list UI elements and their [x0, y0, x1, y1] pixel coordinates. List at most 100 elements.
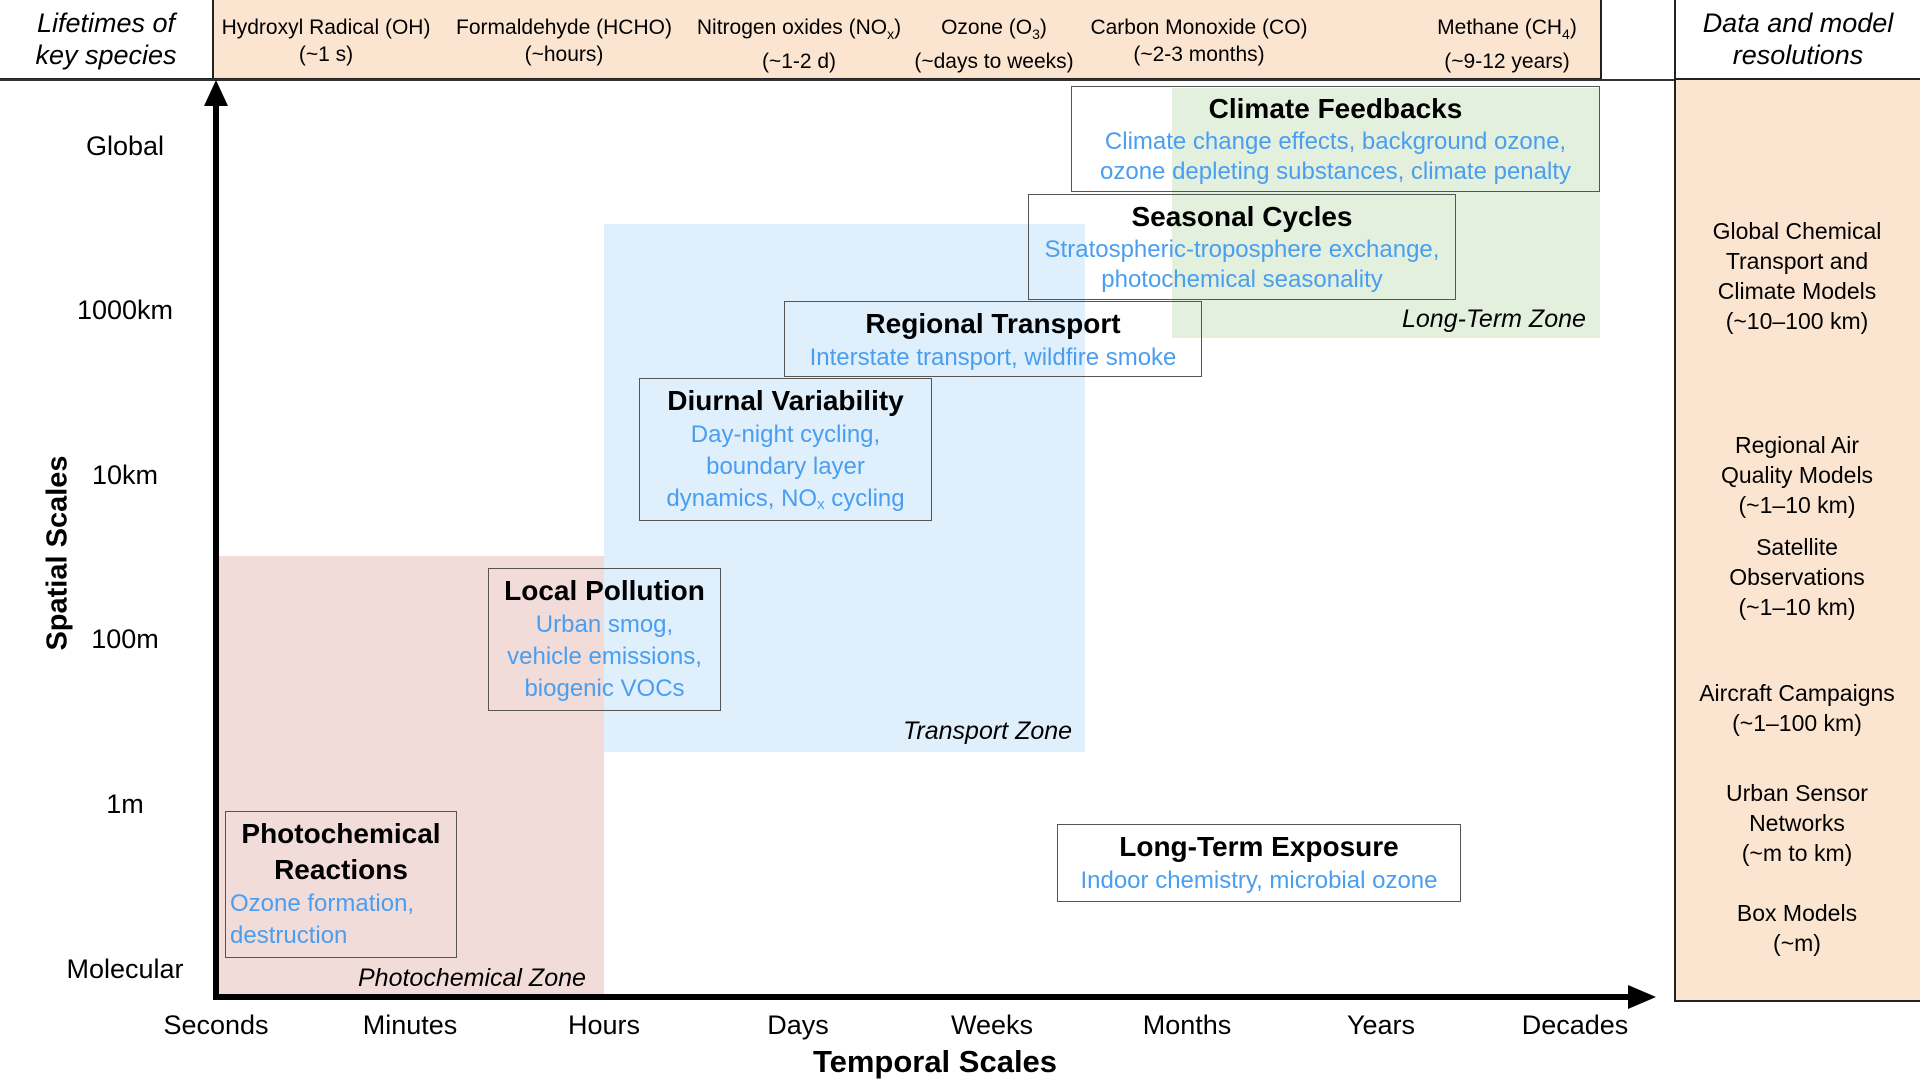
species-name-suffix: ) — [1569, 16, 1577, 39]
species-name-prefix: Ozone (O — [941, 16, 1033, 39]
resolution-line: (~m) — [1773, 930, 1821, 956]
resolution-line: (~1–10 km) — [1738, 492, 1856, 518]
local-pollution-box: Local Pollution Urban smog, vehicle emis… — [488, 568, 721, 711]
box-desc: Day-night cycling, — [690, 421, 881, 448]
box-title: Diurnal Variability — [667, 385, 904, 416]
resolution-satellite: Satellite Observations (~1–10 km) — [1676, 532, 1918, 622]
y-tick-1m: 1m — [106, 789, 144, 819]
resolution-line: Regional Air — [1734, 432, 1860, 458]
lifetimes-label-line1: Lifetimes of — [36, 8, 176, 38]
lifetimes-label-line2: key species — [35, 40, 177, 70]
species-lifetime: (~hours) — [524, 43, 604, 66]
box-desc-suffix: cycling — [824, 485, 905, 512]
species-name-sub: 3 — [1032, 26, 1040, 43]
transport-zone-label: Transport Zone — [903, 717, 1073, 745]
species-lifetime: (~1-2 d) — [761, 50, 837, 74]
box-desc: boundary layer — [706, 453, 865, 480]
species-methane: Methane (CH4) (~9-12 years) — [1437, 14, 1577, 75]
box-desc: ozone depleting substances, climate pena… — [1100, 158, 1571, 185]
resolution-line: Transport and — [1725, 248, 1869, 274]
box-desc-prefix: dynamics, NO — [666, 485, 818, 512]
resolution-regional-models: Regional Air Quality Models (~1–10 km) — [1676, 430, 1918, 520]
box-desc: vehicle emissions, — [507, 643, 702, 670]
box-desc: Interstate transport, wildfire smoke — [809, 344, 1177, 371]
box-desc: dynamics, NOx cycling — [640, 483, 931, 521]
photochemical-zone — [216, 556, 604, 996]
y-axis-title: Spatial Scales — [41, 455, 74, 651]
resolution-line: Networks — [1749, 810, 1845, 836]
species-name: Formaldehyde (HCHO) — [456, 16, 672, 39]
x-axis-title: Temporal Scales — [812, 1044, 1058, 1079]
species-name: Nitrogen oxides (NOx) — [697, 14, 901, 48]
y-tick-molecular: Molecular — [66, 954, 184, 984]
species-co: Carbon Monoxide (CO) (~2-3 months) — [1090, 14, 1307, 68]
species-name-suffix: ) — [1039, 16, 1047, 39]
y-tick-1000km: 1000km — [76, 295, 174, 325]
species-name: Ozone (O3) — [914, 14, 1073, 48]
regional-transport-box: Regional Transport Interstate transport,… — [784, 301, 1202, 377]
resolutions-label-line1: Data and model — [1702, 8, 1894, 38]
box-desc: Indoor chemistry, microbial ozone — [1080, 867, 1438, 894]
y-axis-arrowhead — [204, 80, 228, 106]
species-name-prefix: Methane (CH — [1437, 16, 1563, 39]
species-name-suffix: ) — [894, 16, 902, 39]
resolution-line: Observations — [1729, 564, 1865, 590]
resolution-line: Satellite — [1756, 534, 1838, 560]
resolution-line: (~m to km) — [1741, 840, 1853, 866]
resolution-aircraft: Aircraft Campaigns (~1–100 km) — [1676, 678, 1918, 738]
species-lifetime: (~2-3 months) — [1133, 43, 1265, 66]
box-desc: Ozone formation, — [230, 890, 415, 917]
box-desc-sub: x — [817, 496, 825, 513]
x-tick-months: Months — [1142, 1010, 1232, 1040]
resolution-line: Urban Sensor — [1726, 780, 1868, 806]
species-name-sub: 4 — [1562, 26, 1570, 43]
x-tick-seconds: Seconds — [163, 1010, 269, 1040]
species-name: Methane (CH4) — [1437, 14, 1577, 48]
box-desc: Urban smog, — [535, 611, 674, 638]
resolution-urban-sensors: Urban Sensor Networks (~m to km) — [1676, 778, 1918, 868]
box-title: Reactions — [274, 854, 408, 885]
species-lifetime: (~1 s) — [298, 43, 354, 66]
resolution-box-models: Box Models (~m) — [1676, 898, 1918, 958]
species-oh: Hydroxyl Radical (OH) (~1 s) — [222, 14, 431, 68]
species-name: Hydroxyl Radical (OH) — [221, 16, 431, 39]
resolution-line: (~1–10 km) — [1738, 594, 1856, 620]
resolutions-label-line2: resolutions — [1732, 40, 1864, 70]
photochemical-zone-label: Photochemical Zone — [358, 964, 586, 992]
x-tick-hours: Hours — [567, 1010, 641, 1040]
species-lifetime: (~days to weeks) — [914, 50, 1074, 74]
y-tick-100m: 100m — [91, 624, 159, 654]
transport-zone — [604, 224, 1085, 752]
resolutions-panel: Global Chemical Transport and Climate Mo… — [1674, 80, 1920, 1002]
box-desc: biogenic VOCs — [524, 675, 685, 702]
species-lifetime: (~9-12 years) — [1444, 50, 1570, 74]
header-divider — [0, 79, 1675, 81]
resolution-global-models: Global Chemical Transport and Climate Mo… — [1676, 216, 1918, 336]
box-desc: destruction — [230, 922, 348, 949]
climate-feedbacks-box: Climate Feedbacks Climate change effects… — [1071, 86, 1600, 192]
box-title: Seasonal Cycles — [1131, 201, 1353, 232]
species-ozone: Ozone (O3) (~days to weeks) — [914, 14, 1073, 75]
box-title: Long-Term Exposure — [1119, 831, 1399, 862]
x-tick-years: Years — [1346, 1010, 1416, 1040]
resolution-line: Climate Models — [1717, 278, 1877, 304]
resolution-line: Aircraft Campaigns — [1699, 680, 1895, 706]
x-tick-minutes: Minutes — [362, 1010, 458, 1040]
box-desc: photochemical seasonality — [1101, 266, 1383, 293]
resolution-line: Quality Models — [1720, 462, 1874, 488]
box-desc: Stratospheric-troposphere exchange, — [1044, 236, 1440, 263]
species-nox: Nitrogen oxides (NOx) (~1-2 d) — [697, 14, 901, 75]
photochemical-reactions-box: Photochemical Reactions Ozone formation,… — [225, 811, 457, 958]
diurnal-variability-box: Diurnal Variability Day-night cycling, b… — [639, 378, 932, 521]
long-term-zone-label: Long-Term Zone — [1402, 305, 1586, 333]
resolution-line: Global Chemical — [1712, 218, 1882, 244]
y-tick-10km: 10km — [91, 460, 159, 490]
resolution-line: (~10–100 km) — [1725, 308, 1869, 334]
long-term-exposure-box: Long-Term Exposure Indoor chemistry, mic… — [1057, 824, 1461, 902]
x-axis-arrowhead — [1628, 985, 1656, 1009]
seasonal-cycles-box: Seasonal Cycles Stratospheric-tropospher… — [1028, 194, 1456, 300]
lifetimes-header-label: Lifetimes of key species — [0, 0, 212, 80]
box-title: Climate Feedbacks — [1208, 93, 1463, 124]
box-title: Photochemical — [241, 818, 441, 849]
